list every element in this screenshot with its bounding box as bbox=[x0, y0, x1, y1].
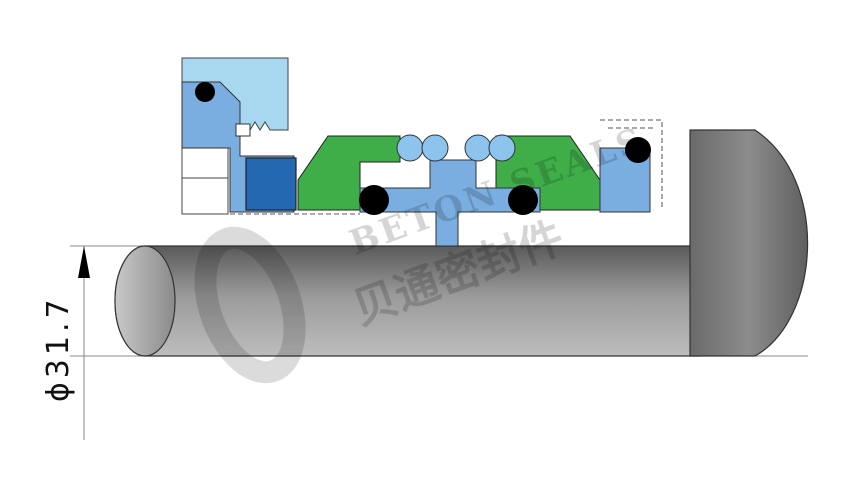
carbon-face bbox=[245, 157, 297, 211]
o-ring bbox=[508, 185, 538, 215]
dimension-label: ϕ31.7 bbox=[41, 295, 76, 402]
o-ring bbox=[359, 185, 389, 215]
o-ring bbox=[625, 137, 651, 163]
shaft bbox=[114, 245, 701, 357]
rotary-ring-left bbox=[297, 135, 401, 211]
spring-coil bbox=[421, 134, 449, 162]
shaft-end-face bbox=[114, 245, 176, 357]
spring-coil bbox=[464, 134, 492, 162]
dimension-arrow bbox=[78, 246, 90, 278]
o-ring bbox=[195, 82, 215, 102]
rotary-rings bbox=[297, 135, 601, 211]
o-rings bbox=[195, 82, 651, 215]
springs bbox=[396, 134, 516, 162]
shaft-shoulder bbox=[689, 129, 809, 357]
spring-coil bbox=[396, 134, 424, 162]
spring-coil bbox=[488, 134, 516, 162]
